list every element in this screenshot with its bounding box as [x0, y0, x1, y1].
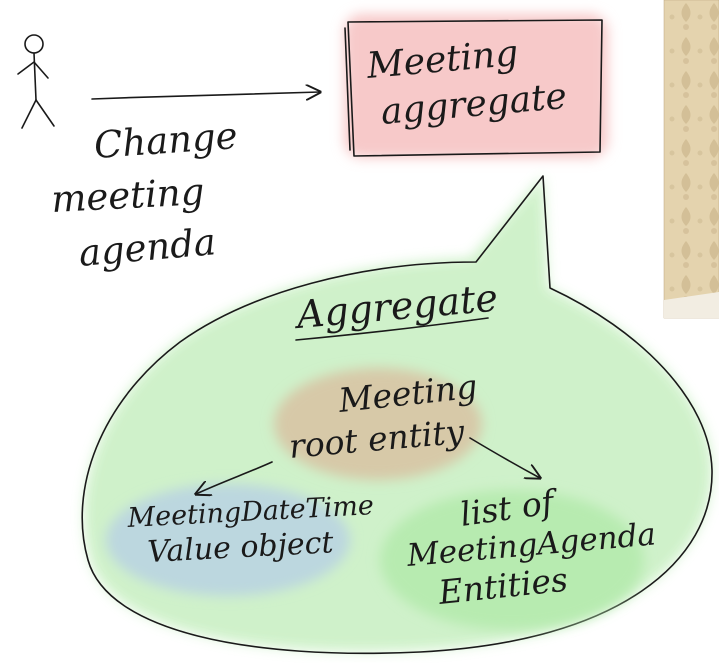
title-underline: [295, 317, 489, 341]
actor-stick-figure-icon: [17, 34, 55, 129]
aggregate-box-outline: [347, 19, 603, 157]
action-line-3: agenda: [77, 220, 217, 275]
value-object-node: MeetingDateTime Value object: [106, 484, 375, 596]
root-entity-node: Meeting root entity: [274, 367, 482, 480]
agenda-entities-fill: [380, 490, 644, 630]
root-entity-fill: [274, 368, 482, 480]
command-arrow: [91, 92, 320, 99]
agenda-entities-node: list of MeetingAgenda Entities: [380, 481, 657, 630]
bubble-outline: [81, 175, 713, 655]
arrow-to-agenda-entities: [469, 437, 540, 478]
value-object-fill: [106, 484, 350, 596]
action-line-1: Change: [93, 114, 239, 167]
wallpaper-photo: [663, 0, 719, 319]
arrow-to-value-object: [196, 461, 273, 494]
actor-action-label: Change meeting agenda: [50, 114, 239, 275]
aggregate-box-fill: [344, 14, 608, 158]
meeting-aggregate-box: Meeting aggregate: [344, 14, 608, 158]
action-line-2: meeting: [50, 170, 205, 221]
